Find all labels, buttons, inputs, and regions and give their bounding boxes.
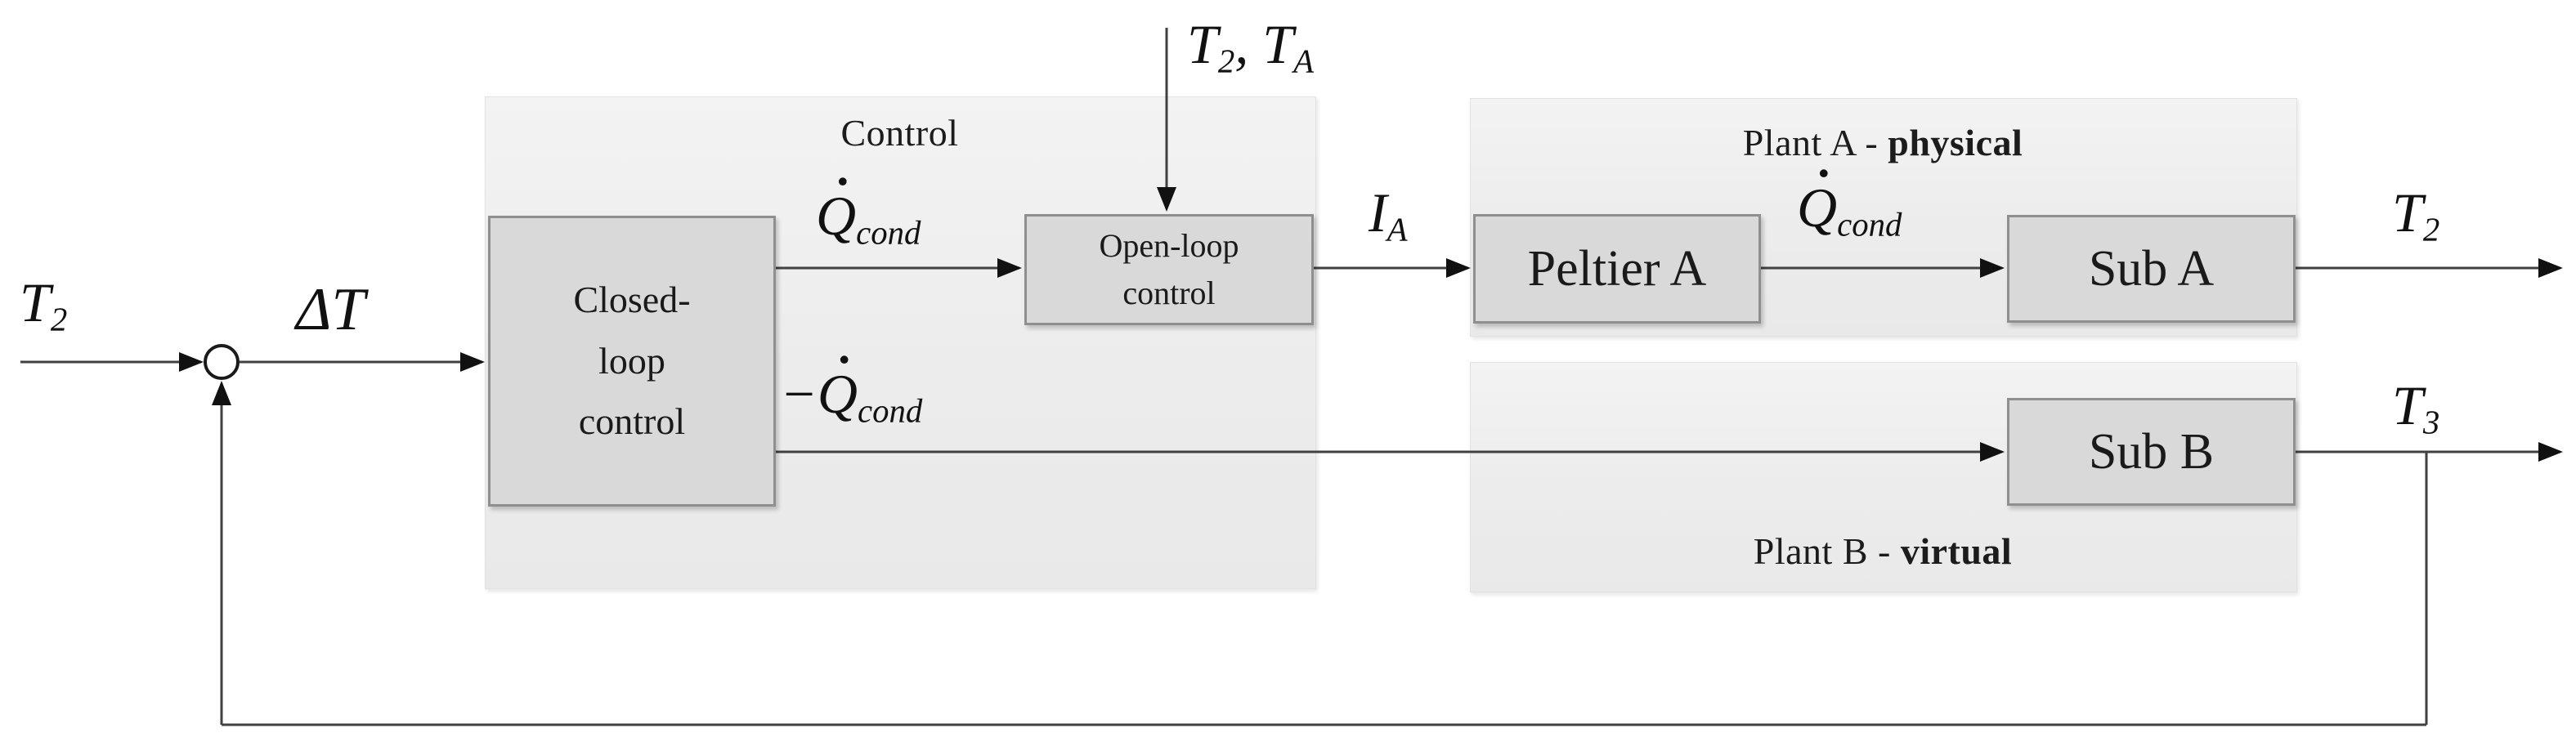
- closed-loop-line3: control: [578, 400, 686, 443]
- summing-junction: [204, 344, 240, 380]
- plant-b-label-prefix: Plant B -: [1753, 530, 1901, 572]
- closed-loop-line2: loop: [598, 339, 665, 382]
- control-container-label: Control: [840, 112, 959, 154]
- peltier-a-label: Peltier A: [1527, 240, 1707, 297]
- signal-label-t2-in: T2: [20, 271, 68, 338]
- signal-label-t2-out: T2: [2392, 181, 2440, 248]
- overdot: ˙: [835, 345, 853, 404]
- sub-b-block: Sub B: [2007, 398, 2296, 506]
- plant-a-container-label: Plant A - physical: [1470, 122, 2296, 164]
- plant-b-container-label: Plant B - virtual: [1470, 530, 2296, 573]
- peltier-a-block: Peltier A: [1473, 214, 1761, 324]
- signal-label-minus-qcond: −˙Qcond: [780, 345, 923, 430]
- signal-label-t2-ta: T2, TA: [1187, 13, 1314, 80]
- plant-a-label-prefix: Plant A -: [1742, 122, 1888, 163]
- signal-label-qcond-plant: ˙Qcond: [1797, 159, 1902, 243]
- sub-b-label: Sub B: [2088, 423, 2215, 480]
- signal-label-qcond-upper: ˙Qcond: [816, 167, 921, 252]
- overdot: ˙: [1814, 159, 1833, 218]
- plant-b-label-bold: virtual: [1900, 530, 2013, 572]
- signal-label-delta-t: ΔT: [296, 276, 365, 343]
- open-loop-line2: control: [1122, 275, 1216, 311]
- sub-a-label: Sub A: [2088, 240, 2215, 297]
- open-loop-line1: Open-loop: [1099, 227, 1239, 264]
- open-loop-control-block: Open-loop control: [1024, 214, 1314, 325]
- overdot: ˙: [833, 167, 852, 226]
- sub-a-block: Sub A: [2007, 215, 2296, 323]
- signal-label-t3-out: T3: [2392, 374, 2440, 441]
- closed-loop-control-block: Closed- loop control: [488, 216, 776, 507]
- plant-a-label-bold: physical: [1888, 122, 2023, 163]
- signal-label-ia: IA: [1369, 181, 1408, 248]
- closed-loop-line1: Closed-: [573, 279, 691, 321]
